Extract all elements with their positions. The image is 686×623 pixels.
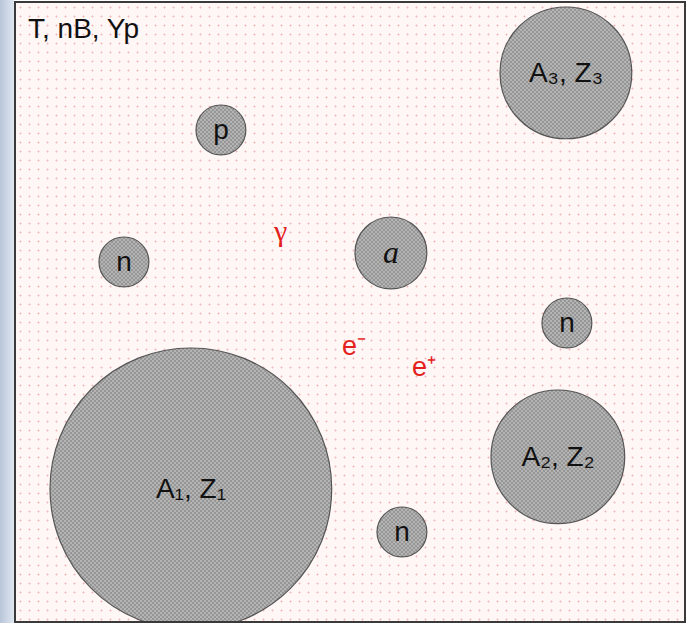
particle-label: n: [98, 247, 150, 278]
particle-label: A₁, Z₁: [49, 474, 333, 505]
particle-label: n: [541, 308, 593, 339]
particle-label: a: [354, 235, 428, 270]
particle-label: A₃, Z₃: [499, 58, 633, 89]
electron-symbol: e⁻: [342, 332, 366, 362]
particle-circle: n: [541, 297, 593, 349]
plasma-box: A₃, Z₃pnanA₂, Z₂A₁, Z₁nT, nB, Ypγe⁻e⁺: [14, 1, 686, 623]
particle-circle: A₂, Z₂: [490, 389, 626, 525]
particle-circle: A₁, Z₁: [49, 347, 333, 623]
particle-circle: p: [195, 104, 247, 156]
photon-symbol: γ: [274, 214, 287, 247]
particle-circle: A₃, Z₃: [499, 6, 633, 140]
positron-symbol: e⁺: [412, 353, 436, 383]
state-variables: T, nB, Yp: [28, 14, 139, 45]
particle-circle: n: [98, 236, 150, 288]
particle-circle: a: [354, 216, 428, 290]
particle-label: n: [376, 517, 428, 548]
particle-label: p: [195, 115, 247, 146]
particle-label: A₂, Z₂: [490, 442, 626, 473]
particle-circle: n: [376, 506, 428, 558]
